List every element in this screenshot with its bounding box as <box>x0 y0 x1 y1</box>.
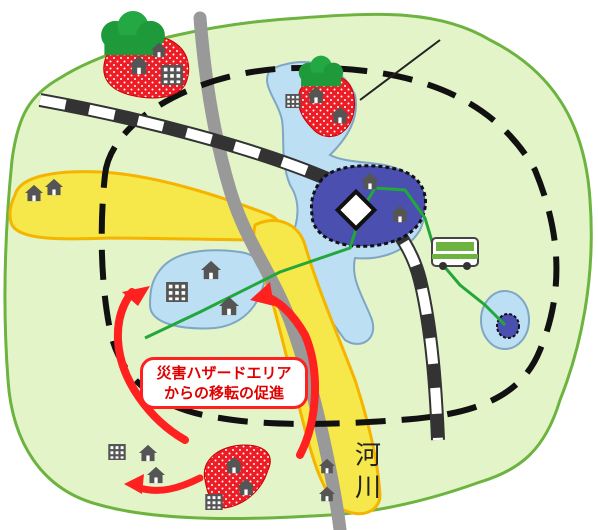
relocation-callout: 災害ハザードエリア からの移転の促進 <box>140 357 308 409</box>
relocation-arrow-right <box>258 291 319 459</box>
transit-line-east <box>360 186 507 327</box>
bus-icon <box>431 237 479 270</box>
river-label-char-1: 河 <box>354 441 381 471</box>
relocation-arrow-left-head <box>122 286 150 306</box>
building-icon <box>285 94 301 108</box>
station-icon <box>334 188 378 232</box>
railway-dashes <box>39 95 443 441</box>
relocation-arrow-bottom <box>136 474 204 494</box>
bus-stop-zone <box>496 313 520 339</box>
relocation-arrow-bottom-head <box>124 474 144 494</box>
river-label-char-2: 川 <box>354 473 381 503</box>
building-icon <box>108 444 126 460</box>
road-line <box>359 39 441 101</box>
callout-line-2: からの移転の促進 <box>163 384 284 402</box>
callout-line-1: 災害ハザードエリア <box>156 364 292 382</box>
building-icon <box>166 282 188 302</box>
relocation-arrow-right-head <box>250 282 274 306</box>
building-icon <box>161 65 183 85</box>
transit-line-west <box>144 209 364 340</box>
river-label: 河 川 <box>350 440 386 504</box>
relocation-arrow-left <box>113 288 189 444</box>
building-icon <box>205 494 223 510</box>
